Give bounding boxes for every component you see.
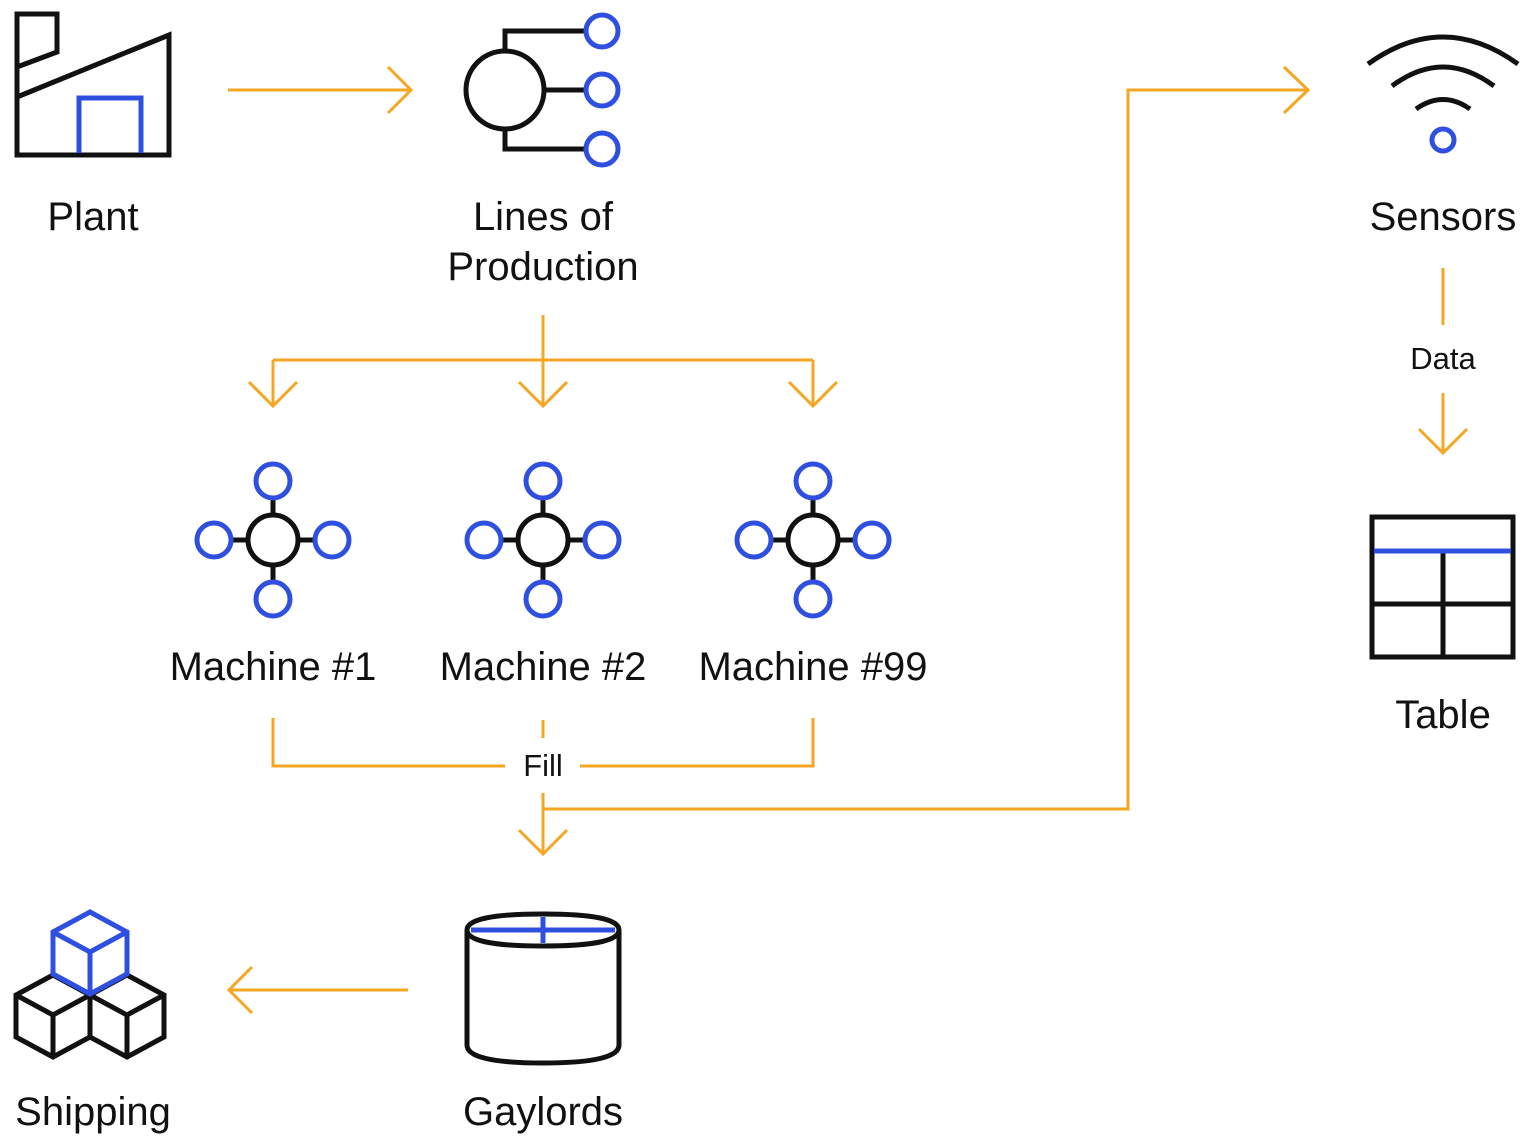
arrow-lines-to-machines: [271, 315, 815, 405]
arrow-sensors-to-table: [1417, 268, 1469, 456]
shipping-label: Shipping: [15, 1090, 171, 1134]
wifi-sensor-icon: [1366, 34, 1520, 154]
lines-label-line1: Lines of: [473, 195, 614, 239]
arrow-plant-to-lines: [228, 65, 414, 115]
machine-2-icon: [464, 461, 622, 619]
factory-icon: [14, 11, 172, 158]
machine-1-label: Machine #1: [170, 645, 377, 689]
arrowhead-machine1: [247, 380, 299, 409]
table-icon: [1369, 514, 1516, 660]
plant-label: Plant: [47, 195, 138, 239]
boxes-icon: [13, 909, 167, 1060]
machine-99-icon: [734, 461, 892, 619]
arrow-to-sensors: [543, 88, 1307, 811]
machine-1-icon: [194, 461, 352, 619]
production-lines-icon: [463, 12, 621, 168]
container-icon: [464, 911, 622, 1066]
arrowhead-machine2: [517, 380, 569, 409]
lines-label-line2: Production: [447, 245, 638, 289]
arrowhead-gaylords: [517, 828, 569, 857]
gaylords-label: Gaylords: [463, 1090, 623, 1134]
machine-99-label: Machine #99: [698, 645, 927, 689]
sensors-label: Sensors: [1370, 195, 1517, 239]
arrow-machines-fill: [271, 718, 815, 852]
table-label: Table: [1395, 693, 1491, 737]
connectors: [226, 65, 1469, 1015]
machine-2-label: Machine #2: [440, 645, 647, 689]
data-edge-label: Data: [1410, 341, 1476, 376]
arrowhead-sensors: [1282, 65, 1311, 115]
arrowhead-machine99: [787, 380, 839, 409]
fill-edge-label: Fill: [523, 748, 563, 783]
arrow-gaylords-to-shipping: [226, 965, 408, 1015]
